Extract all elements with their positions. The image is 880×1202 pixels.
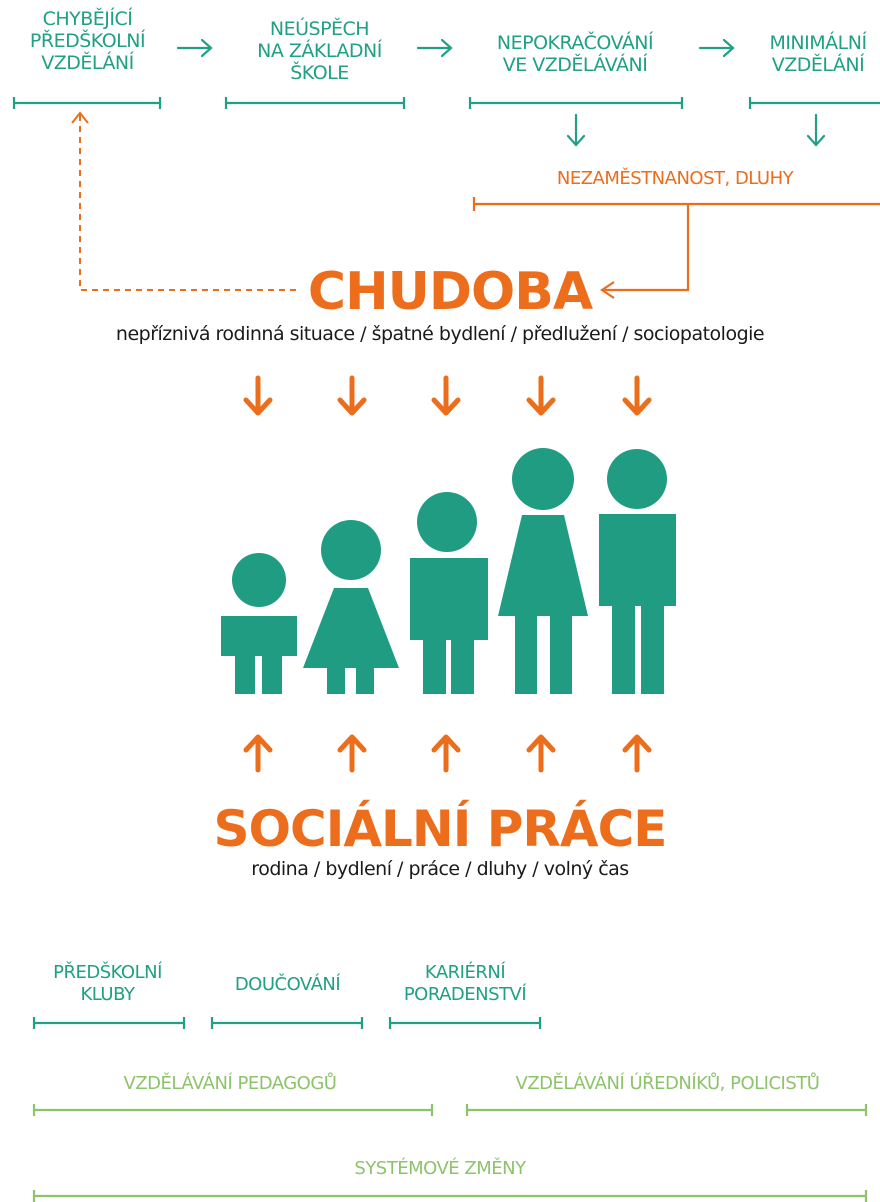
child-boy-figure <box>221 553 297 694</box>
unemployment-connector <box>472 197 880 299</box>
arrow-down-icon <box>431 375 461 416</box>
intervention-preschool-clubs: PŘEDŠKOLNÍ KLUBY <box>53 962 162 1005</box>
arrow-up-icon <box>243 734 273 773</box>
arrow-right-icon <box>698 38 735 58</box>
intervention-career-counseling: KARIÉRNÍ PORADENSTVÍ <box>403 962 527 1005</box>
training-teachers: VZDĚLÁVÁNÍ PEDAGOGŮ <box>123 1073 337 1094</box>
feedback-loop <box>71 111 296 291</box>
chain-brackets <box>12 97 880 109</box>
child-girl-figure <box>303 520 399 694</box>
chain-label-school-failure: NEÚSPĚCH NA ZÁKLADNÍ ŠKOLE <box>257 18 382 84</box>
chain-label-no-continuation: NEPOKRAČOVÁNÍ VE VZDĚLÁVÁNÍ <box>496 32 654 76</box>
chain-label-preschool: CHYBĚJÍCÍ PŘEDŠKOLNÍ VZDĚLÁNÍ <box>29 8 146 74</box>
social-work-title: SOCIÁLNÍ PRÁCE <box>213 800 668 858</box>
intervention-tutoring: DOUČOVÁNÍ <box>234 974 341 995</box>
poverty-subtitle: nepříznivá rodinná situace / špatné bydl… <box>115 323 765 345</box>
unemployment-label: NEZAMĚSTNANOST, DLUHY <box>556 168 794 189</box>
arrow-right-icon <box>416 38 453 58</box>
chain-arrows <box>176 38 826 147</box>
systemic-bracket <box>32 1190 868 1202</box>
arrow-down-icon <box>243 375 273 416</box>
training-brackets <box>32 1104 868 1116</box>
family-of-five-icon <box>221 448 676 694</box>
arrow-left-icon <box>600 281 615 299</box>
arrow-up-icon <box>431 734 461 773</box>
arrow-up-icon <box>71 111 89 124</box>
social-work-arrows <box>243 734 652 773</box>
arrow-down-icon <box>337 375 367 416</box>
poverty-arrows <box>243 375 652 416</box>
arrow-down-icon <box>622 375 652 416</box>
arrow-right-icon <box>176 38 213 58</box>
arrow-up-icon <box>526 734 556 773</box>
arrow-down-icon <box>526 375 556 416</box>
arrow-down-icon <box>806 113 826 147</box>
social-work-subtitle: rodina / bydlení / práce / dluhy / volný… <box>251 858 629 880</box>
poverty-title: CHUDOBA <box>307 262 593 322</box>
arrow-up-icon <box>622 734 652 773</box>
chain-label-minimal-education: MINIMÁLNÍ VZDĚLÁNÍ <box>769 32 867 76</box>
arrow-down-icon <box>566 113 586 147</box>
training-officials: VZDĚLÁVÁNÍ ÚŘEDNÍKŮ, POLICISTŮ <box>515 1073 820 1094</box>
arrow-up-icon <box>337 734 367 773</box>
mother-figure <box>498 448 588 694</box>
teen-boy-figure <box>410 492 488 694</box>
systemic-changes-label: SYSTÉMOVÉ ZMĚNY <box>354 1158 526 1179</box>
intervention-brackets <box>32 1017 542 1029</box>
father-figure <box>599 449 676 694</box>
